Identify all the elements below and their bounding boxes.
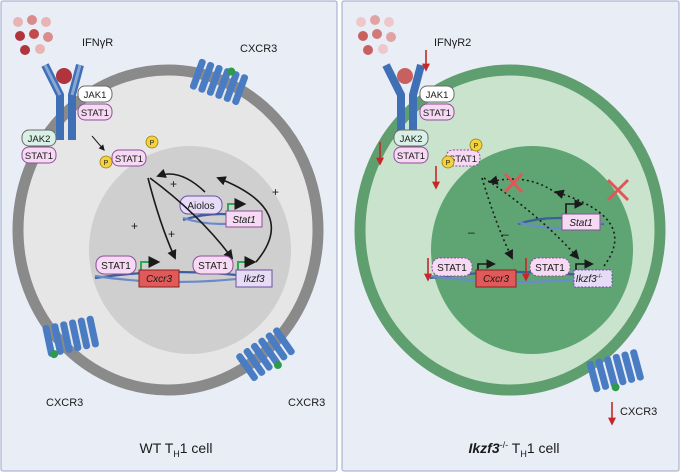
stat1-receptor-box	[77, 103, 113, 121]
dotted-arrow-stat1-to-cxcr3	[481, 177, 513, 260]
phospho-icon-ko-2	[469, 138, 483, 152]
stat1-receptor-label: STAT1	[81, 108, 109, 119]
ko-caption: Ikzf3-/- TH1 cell	[468, 440, 559, 459]
gene-stat1-box	[225, 210, 263, 228]
receptor-label-ko: IFNγR2	[434, 37, 471, 49]
minus-1: –	[468, 225, 475, 239]
gene-stat1-box-ko	[561, 213, 601, 231]
pstat1-label: STAT1	[115, 154, 143, 165]
gene-stat1-label-ko: Stat1	[569, 218, 592, 229]
dotted-arrow-ikzf3-feedback	[554, 189, 616, 267]
gene-cxcr3-box	[138, 269, 180, 288]
gene-ikzf3-label-ko: Ikzf3-/-	[576, 274, 603, 285]
gene-stat1-label: Stat1	[232, 215, 255, 226]
jak2-box	[21, 129, 57, 147]
cxcr3-label-bottom-left: CXCR3	[46, 397, 83, 409]
stat1-jak2-box	[21, 146, 57, 164]
gene-cxcr3-box-ko	[475, 269, 517, 288]
stat1-receptor-label-ko: STAT1	[423, 108, 451, 119]
stat1-jak2-label-ko: STAT1	[397, 151, 425, 162]
cxcr3-label-top: CXCR3	[240, 43, 277, 55]
plus-4: +	[272, 185, 279, 199]
phospho-label-ko-2: P	[474, 143, 479, 150]
block-x-icon-1	[503, 172, 524, 194]
cxcr3-receptor-icon-top	[189, 58, 249, 106]
receptor-label: IFNγR	[82, 37, 113, 49]
jak1-label: JAK1	[84, 90, 107, 101]
ifngr2-receptor-icon	[382, 63, 425, 140]
cxcr3-label-ko: CXCR3	[620, 406, 657, 418]
gene-cxcr3-label-ko: Cxcr3	[483, 274, 510, 285]
stat1-cxcr3-box-ko	[431, 257, 473, 277]
jak1-box-ko	[419, 85, 455, 103]
dotted-arrow-stat1-to-ikzf3	[483, 177, 580, 260]
arrow-aiolos-to-stat1	[156, 168, 206, 193]
stat1-cxcr3-label: STAT1	[101, 261, 131, 272]
wt-nucleus	[89, 146, 291, 354]
plus-2: +	[131, 219, 138, 233]
stat1-cxcr3-box	[95, 255, 137, 275]
stat1-ikzf3-label-ko: STAT1	[535, 263, 565, 274]
jak1-box	[77, 85, 113, 103]
gene-ikzf3-label: Ikzf3	[243, 274, 265, 285]
phospho-label: P	[104, 160, 109, 167]
cxcr3-receptor-icon-bottom-right	[236, 327, 295, 382]
cxcr3-label-bottom-right: CXCR3	[288, 397, 325, 409]
arrow-ikzf3-to-aiolos	[216, 176, 273, 263]
gene-ikzf3-box-ko	[573, 269, 613, 288]
promoter-arrow-stat1-ko	[565, 199, 584, 216]
cxcr3-receptor-icon-bottom-left	[42, 315, 99, 359]
wt-panel: IFNγR JAK1 STAT1 JAK2 STAT1 STAT1 P P Ai…	[0, 0, 338, 472]
stat1-jak2-box-ko	[393, 146, 429, 164]
plus-3: +	[168, 227, 175, 241]
gene-cxcr3-label: Cxcr3	[146, 274, 173, 285]
arrow-stat1-to-ikzf3	[149, 177, 234, 260]
pstat1-box	[111, 149, 147, 167]
jak2-box-ko	[393, 129, 429, 147]
pstat1-label-ko: STAT1	[449, 154, 477, 165]
cxcr3-receptor-icon-ko	[586, 349, 644, 393]
stat1-ikzf3-box-ko	[529, 257, 571, 277]
block-x-icon-2	[606, 178, 630, 202]
ifngr-receptor-icon	[41, 63, 84, 140]
jak1-label-ko: JAK1	[426, 90, 449, 101]
stat1-ikzf3-label: STAT1	[198, 261, 228, 272]
pstat1-box-ko	[445, 149, 481, 167]
ko-panel: IFNγR2 JAK1 STAT1 JAK2 STAT1 STAT1 P P S…	[341, 0, 680, 472]
ifng-ligand-icon-ko	[356, 15, 396, 55]
wt-caption: WT TH1 cell	[140, 440, 213, 459]
minus-2: –	[502, 227, 509, 241]
stat1-receptor-box-ko	[419, 103, 455, 121]
phospho-icon-ko	[441, 155, 455, 169]
phospho-icon	[99, 155, 113, 169]
plus-1: +	[170, 177, 177, 191]
phospho-icon-2	[145, 135, 159, 149]
arrow-stat1-to-cxcr3	[147, 177, 177, 260]
ko-nucleus	[431, 146, 633, 354]
ifng-ligand-icon	[13, 15, 53, 55]
phospho-label-ko: P	[446, 160, 451, 167]
phospho-arrow	[91, 135, 105, 151]
jak2-label-ko: JAK2	[400, 134, 423, 145]
aiolos-box	[179, 195, 223, 215]
stat1-ikzf3-box	[192, 255, 234, 275]
phospho-label-2: P	[150, 140, 155, 147]
gene-ikzf3-box	[235, 269, 273, 288]
jak2-label: JAK2	[28, 134, 51, 145]
stat1-jak2-label: STAT1	[25, 151, 53, 162]
aiolos-label: Aiolos	[187, 201, 214, 212]
stat1-cxcr3-label-ko: STAT1	[437, 263, 467, 274]
